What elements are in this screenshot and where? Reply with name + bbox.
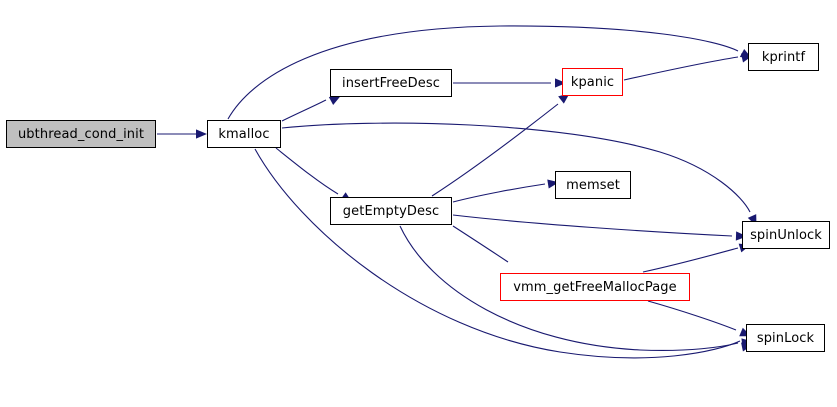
edge-kmalloc-to-insertFreeDesc [281,99,327,122]
node-label: kmalloc [218,126,270,142]
node-label: insertFreeDesc [342,75,440,91]
edge-kmalloc-to-spinLock [254,148,741,359]
edge-kmalloc-to-kprintf [227,25,739,120]
node-memset[interactable]: memset [555,171,631,199]
node-kprintf[interactable]: kprintf [748,43,819,71]
arrow-into-insertFreeDesc [328,95,341,106]
node-insertfreedesc[interactable]: insertFreeDesc [330,69,452,97]
node-label: ubthread_cond_init [17,126,145,142]
node-getemptydesc[interactable]: getEmptyDesc [330,197,452,225]
edge-vmm_getFreeMallocPage-to-spinUnlock [642,247,739,273]
edge-getEmptyDesc-to-spinUnlock [452,214,733,237]
node-label: kpanic [570,74,615,90]
edge-vmm_getFreeMallocPage-to-spinLock [647,300,737,331]
edge-getEmptyDesc-to-kpanic [431,103,559,197]
node-kmalloc[interactable]: kmalloc [207,120,281,148]
arrow-into-spinUnlock-from-getEmptyDesc [735,231,747,241]
node-label: vmm_getFreeMallocPage [513,279,677,295]
edge-kpanic-to-kprintf [623,56,739,81]
node-vmm-getfreemallocpage[interactable]: vmm_getFreeMallocPage [500,273,690,301]
node-spinunlock[interactable]: spinUnlock [742,221,830,249]
edge-kmalloc-to-spinUnlock [281,122,751,213]
arrow-into-kpanic-from-insertFreeDesc [555,78,566,88]
node-label: memset [566,177,620,193]
edge-getEmptyDesc-to-spinLock [399,225,739,351]
arrow-into-kmalloc [196,129,207,139]
edge-kmalloc-to-getEmptyDesc [275,147,339,195]
node-kpanic[interactable]: kpanic [562,68,623,96]
node-spinlock[interactable]: spinLock [746,324,825,352]
node-label: spinUnlock [750,227,822,243]
node-label: getEmptyDesc [342,203,440,219]
edge-getEmptyDesc-to-vmm_getFreeMallocPage [452,225,509,263]
node-ubthread-cond-init[interactable]: ubthread_cond_init [6,120,156,148]
node-label: kprintf [761,49,806,65]
node-label: spinLock [756,330,815,346]
edge-getEmptyDesc-to-memset [452,183,546,203]
